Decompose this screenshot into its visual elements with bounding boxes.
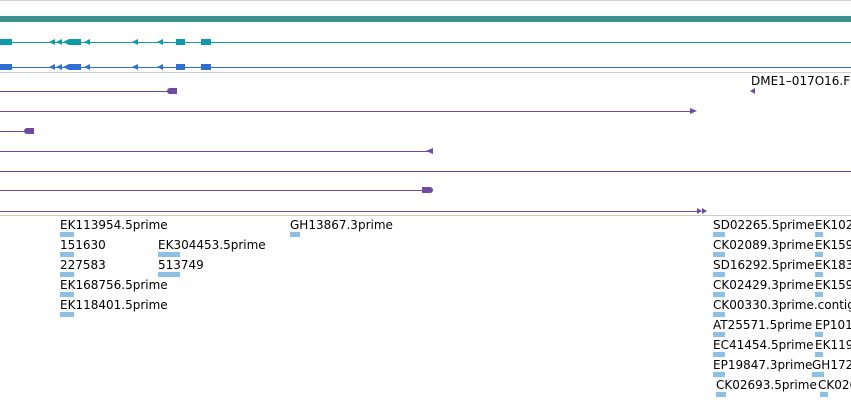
gene-track-band bbox=[0, 16, 851, 22]
exon-block bbox=[176, 64, 185, 70]
clone-label[interactable]: DME1–017O16.F bbox=[751, 74, 851, 88]
alignment-block bbox=[167, 88, 177, 94]
est-glyph bbox=[815, 232, 823, 237]
alignment-arrow bbox=[690, 108, 697, 114]
est-label: CK00330.3prime.contig bbox=[713, 298, 851, 312]
est-glyph bbox=[713, 332, 725, 337]
est-label: EK183 bbox=[815, 258, 851, 272]
exon-arrow bbox=[132, 64, 138, 70]
est-glyph bbox=[60, 232, 74, 237]
exon-block bbox=[201, 64, 211, 70]
alignment-block bbox=[24, 128, 34, 134]
est-glyph bbox=[815, 292, 823, 297]
est-label: CK02089.3prime bbox=[713, 238, 814, 252]
est-label: EK102 bbox=[815, 218, 851, 232]
est-glyph bbox=[815, 332, 823, 337]
est-glyph bbox=[158, 252, 180, 257]
exon-arrow bbox=[56, 64, 62, 70]
exon-block bbox=[69, 64, 81, 70]
est-label: EK159 bbox=[815, 238, 851, 252]
exon-block bbox=[0, 39, 12, 45]
est-label: GH13867.3prime bbox=[290, 218, 393, 232]
est-glyph bbox=[815, 252, 823, 257]
est-label: EC41454.5prime bbox=[713, 338, 814, 352]
exon-arrow bbox=[63, 39, 69, 45]
est-label: EK304453.5prime bbox=[158, 238, 266, 252]
exon-block bbox=[0, 64, 12, 70]
est-glyph bbox=[815, 272, 823, 277]
est-label: 151630 bbox=[60, 238, 106, 252]
track-line bbox=[0, 91, 170, 92]
est-glyph bbox=[716, 392, 726, 397]
est-glyph bbox=[713, 272, 725, 277]
exon-arrow bbox=[49, 39, 55, 45]
est-label: EP19847.3prime bbox=[713, 358, 813, 372]
est-label: AT25571.5prime bbox=[713, 318, 813, 332]
est-label: SD02265.5prime bbox=[713, 218, 815, 232]
alignment-arrow bbox=[702, 208, 707, 214]
track-line bbox=[0, 111, 692, 112]
exon-block bbox=[69, 39, 81, 45]
est-glyph bbox=[713, 312, 725, 317]
track-line bbox=[0, 211, 699, 212]
est-glyph bbox=[60, 292, 74, 297]
est-label: EK113954.5prime bbox=[60, 218, 168, 232]
section-divider bbox=[0, 215, 851, 216]
est-label: CK02693.5prime bbox=[716, 378, 817, 392]
exon-arrow bbox=[84, 39, 90, 45]
section-divider bbox=[0, 72, 851, 73]
track-line bbox=[0, 171, 851, 172]
est-glyph bbox=[60, 312, 74, 317]
est-label: 227583 bbox=[60, 258, 106, 272]
est-glyph bbox=[60, 272, 74, 277]
est-label: EK159 bbox=[815, 278, 851, 292]
est-glyph bbox=[60, 252, 74, 257]
est-label: SD16292.5prime bbox=[713, 258, 815, 272]
exon-arrow bbox=[63, 64, 69, 70]
est-glyph bbox=[158, 272, 180, 277]
exon-arrow bbox=[132, 39, 138, 45]
exon-block bbox=[201, 39, 211, 45]
exon-arrow bbox=[49, 64, 55, 70]
clone-arrow bbox=[750, 88, 755, 94]
track-line bbox=[0, 190, 426, 191]
est-glyph bbox=[713, 252, 725, 257]
track-line bbox=[0, 67, 851, 68]
est-glyph bbox=[713, 372, 725, 377]
est-glyph bbox=[812, 372, 824, 377]
track-line bbox=[0, 42, 851, 43]
est-glyph bbox=[713, 352, 725, 357]
est-glyph bbox=[815, 352, 823, 357]
alignment-block bbox=[422, 187, 433, 193]
exon-arrow bbox=[157, 39, 163, 45]
track-line bbox=[0, 151, 430, 152]
est-glyph bbox=[820, 392, 828, 397]
est-label: CK026 bbox=[818, 378, 851, 392]
exon-block bbox=[176, 39, 185, 45]
alignment-arrow bbox=[426, 148, 433, 154]
est-label: 513749 bbox=[158, 258, 204, 272]
exon-arrow bbox=[56, 39, 62, 45]
alignment-arrow bbox=[697, 208, 702, 214]
est-label: EP101 bbox=[815, 318, 851, 332]
exon-arrow bbox=[84, 64, 90, 70]
est-label: CK02429.3prime bbox=[713, 278, 814, 292]
est-glyph bbox=[290, 232, 300, 237]
top-divider-line bbox=[0, 0, 851, 1]
est-glyph bbox=[713, 292, 725, 297]
track-line bbox=[0, 131, 28, 132]
est-label: EK168756.5prime bbox=[60, 278, 168, 292]
est-label: EK118401.5prime bbox=[60, 298, 168, 312]
exon-arrow bbox=[157, 64, 163, 70]
est-glyph bbox=[713, 232, 725, 237]
est-label: GH172 bbox=[812, 358, 851, 372]
est-label: EK119 bbox=[815, 338, 851, 352]
